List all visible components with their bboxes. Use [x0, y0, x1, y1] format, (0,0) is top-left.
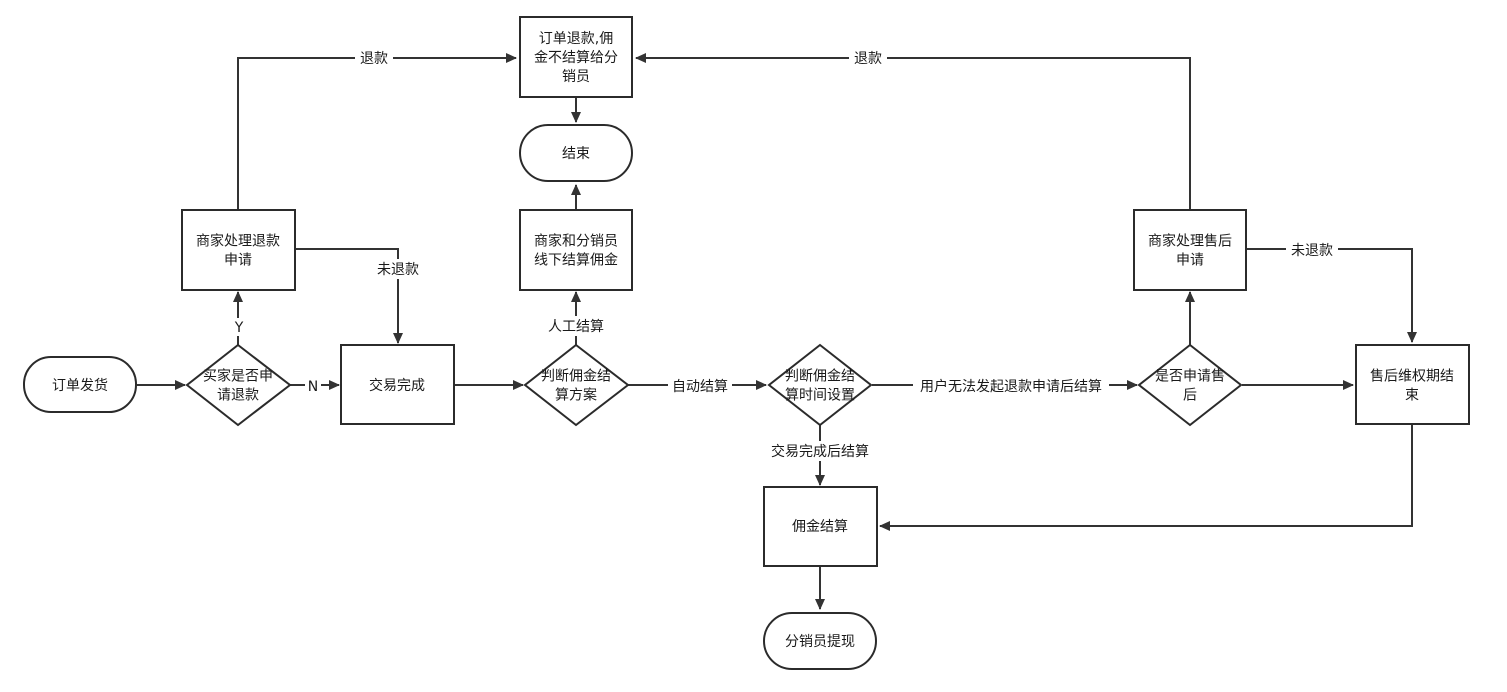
svg-text:交易完成: 交易完成 — [369, 377, 425, 394]
edge-aftersale-end-to-settle — [879, 425, 1413, 531]
svg-text:Y: Y — [234, 320, 244, 336]
node-trade-done: 交易完成 — [340, 344, 455, 425]
svg-text:未退款: 未退款 — [1291, 243, 1333, 259]
svg-text:佣金结算: 佣金结算 — [792, 519, 848, 535]
label-after-no-refund: 用户无法发起退款申请后结算 — [913, 376, 1109, 396]
svg-text:退款: 退款 — [854, 51, 882, 67]
svg-text:人工结算: 人工结算 — [548, 319, 604, 335]
svg-text:未退款: 未退款 — [377, 262, 419, 278]
svg-text:订单退款,佣金不结算给分销员: 订单退款,佣金不结算给分销员 — [534, 31, 618, 85]
label-no: N — [305, 377, 321, 395]
svg-text:买家是否申请退款: 买家是否申请退款 — [203, 368, 273, 404]
edge-merchant-aftersale-to-refund-node — [635, 53, 1191, 209]
edge-merchant-refund-to-trade-done — [295, 248, 403, 344]
label-manual: 人工结算 — [544, 316, 608, 336]
node-withdraw: 分销员提现 — [763, 612, 877, 670]
node-merchant-aftersale: 商家处理售后申请 — [1133, 209, 1247, 291]
svg-text:订单发货: 订单发货 — [52, 377, 108, 394]
label-yes: Y — [231, 318, 247, 336]
edge-merchant-aftersale-to-aftersale-end — [1247, 248, 1417, 343]
svg-text:是否申请售后: 是否申请售后 — [1155, 369, 1225, 404]
node-commission-settle: 佣金结算 — [763, 486, 878, 567]
svg-text:商家处理退款申请: 商家处理退款申请 — [196, 233, 280, 269]
node-aftersale-question: 是否申请售后 — [1137, 343, 1243, 427]
svg-text:商家处理售后申请: 商家处理售后申请 — [1148, 233, 1232, 269]
node-judge-time: 判断佣金结算时间设置 — [767, 343, 873, 427]
node-aftersale-end: 售后维权期结束 — [1355, 344, 1470, 425]
node-end: 结束 — [519, 124, 633, 182]
svg-text:分销员提现: 分销员提现 — [785, 634, 855, 650]
node-merchant-refund: 商家处理退款申请 — [181, 209, 296, 291]
svg-text:交易完成后结算: 交易完成后结算 — [771, 443, 869, 460]
svg-text:N: N — [308, 379, 318, 395]
svg-text:判断佣金结算时间设置: 判断佣金结算时间设置 — [785, 369, 855, 404]
label-refund-right: 退款 — [849, 48, 887, 68]
svg-text:退款: 退款 — [360, 51, 388, 67]
node-refund-no-commission: 订单退款,佣金不结算给分销员 — [519, 16, 633, 98]
label-auto: 自动结算 — [668, 376, 732, 396]
svg-text:判断佣金结算方案: 判断佣金结算方案 — [541, 369, 611, 404]
node-offline-settle: 商家和分销员线下结算佣金 — [519, 209, 633, 291]
node-buyer-refund-question: 买家是否申请退款 — [185, 343, 292, 427]
node-order-ship: 订单发货 — [23, 356, 137, 413]
svg-text:自动结算: 自动结算 — [672, 379, 728, 395]
label-not-refund-right: 未退款 — [1286, 240, 1338, 260]
svg-text:用户无法发起退款申请后结算: 用户无法发起退款申请后结算 — [920, 378, 1102, 395]
node-judge-scheme: 判断佣金结算方案 — [523, 343, 630, 427]
edge-merchant-refund-to-refund-node — [237, 53, 517, 209]
svg-text:结束: 结束 — [562, 146, 590, 162]
svg-text:商家和分销员线下结算佣金: 商家和分销员线下结算佣金 — [534, 233, 618, 269]
label-not-refund-left: 未退款 — [373, 259, 423, 279]
svg-text:售后维权期结束: 售后维权期结束 — [1370, 369, 1454, 404]
label-refund-left: 退款 — [355, 48, 393, 68]
label-after-trade: 交易完成后结算 — [767, 441, 873, 461]
